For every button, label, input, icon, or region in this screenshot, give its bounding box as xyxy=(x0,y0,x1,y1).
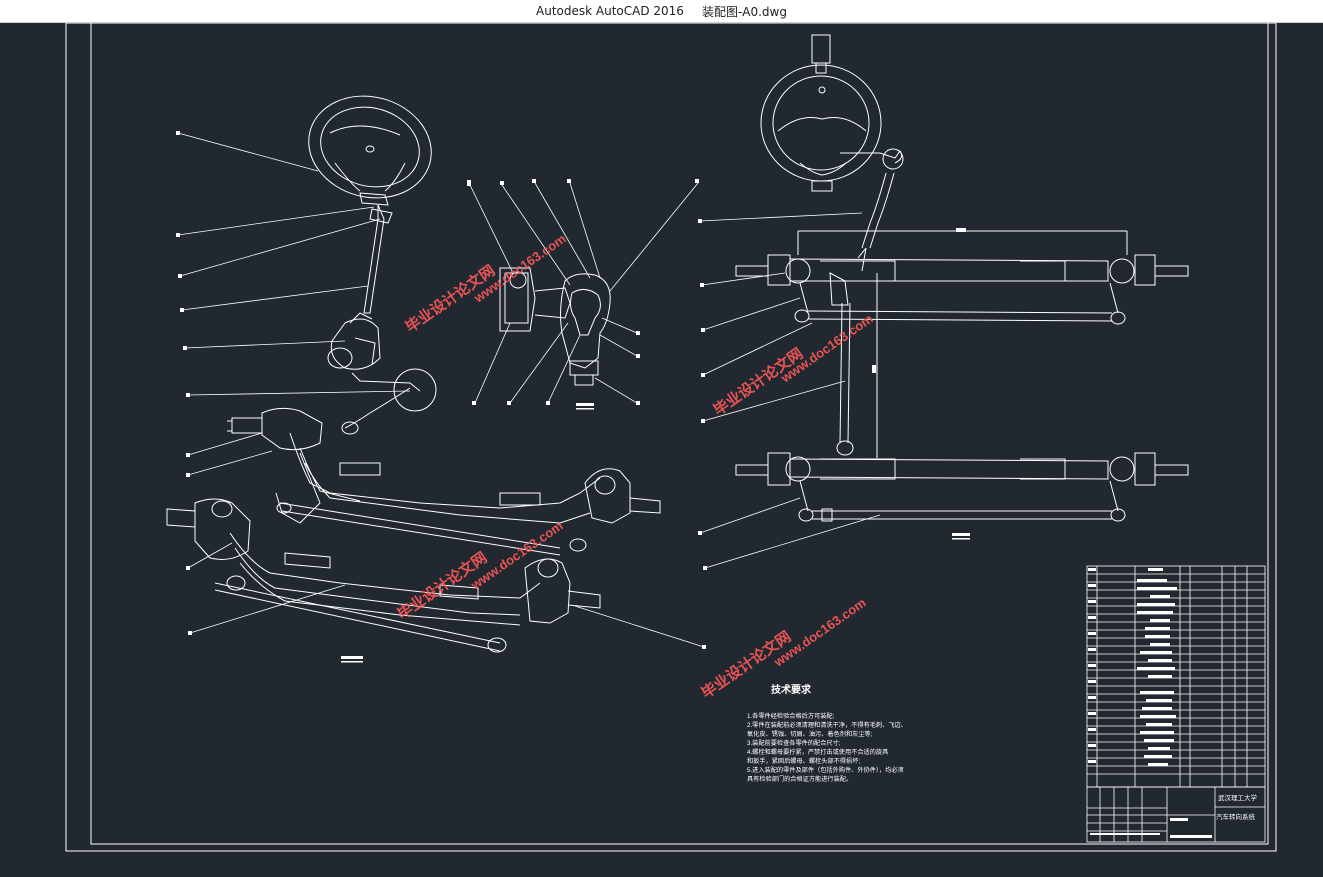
tech-requirement-line: 和扳手，紧固后螺母、螺栓头部不得损坏; xyxy=(747,757,860,765)
school-name: 武汉理工大学 xyxy=(1218,793,1258,802)
drawing-canvas[interactable]: 技术要求 1.各零件经检验合格后方可装配; 2.零件在装配前必须清理和清洗干净，… xyxy=(0,22,1323,872)
right-leader-lines xyxy=(699,212,881,569)
tech-requirement-line: 5.进入装配的零件及部件（包括外购件、外协件），均必须 xyxy=(747,766,904,774)
right-plan-view xyxy=(735,34,1189,522)
title-block-text: 武汉理工大学 汽车转向系统 xyxy=(1216,793,1258,821)
section-leader-lines xyxy=(469,182,699,404)
title-block xyxy=(1086,786,1266,843)
inner-frame xyxy=(90,22,1269,845)
left-steering-assembly xyxy=(166,95,661,653)
section-view xyxy=(499,267,611,386)
drawing-svg[interactable]: 技术要求 1.各零件经检验合格后方可装配; 2.零件在装配前必须清理和清洗干净，… xyxy=(0,22,1323,872)
watermarks: 毕业设计论文网 www.doc163.com 毕业设计论文网 www.doc16… xyxy=(394,231,876,702)
file-name: 装配图-A0.dwg xyxy=(701,4,787,19)
app-name: Autodesk AutoCAD 2016 xyxy=(536,4,684,18)
parts-list-table xyxy=(1086,565,1266,788)
window-title-bar: Autodesk AutoCAD 2016 装配图-A0.dwg xyxy=(0,0,1323,23)
left-leader-lines xyxy=(177,132,705,648)
drawing-name: 汽车转向系统 xyxy=(1216,812,1256,821)
tech-requirement-line: 具有检验部门的合格证方能进行装配。 xyxy=(747,775,852,783)
tech-requirements-heading: 技术要求 xyxy=(771,683,812,696)
tech-requirement-line: 1.各零件经检验合格后方可装配; xyxy=(747,712,835,720)
tech-requirement-line: 2.零件在装配前必须清理和清洗干净，不得有毛刺、飞边、 xyxy=(747,721,907,729)
tech-requirement-line: 4.螺栓和螺母要拧紧，严禁打击或使用不合适的旋具 xyxy=(747,748,888,756)
tech-requirement-line: 氧化皮、锈蚀、切屑、油污、着色剂和灰尘等; xyxy=(747,730,873,738)
balloon-markers xyxy=(176,131,1212,838)
tech-requirements: 技术要求 1.各零件经检验合格后方可装配; 2.零件在装配前必须清理和清洗干净，… xyxy=(747,683,907,783)
tech-requirement-line: 3.装配前要检查各零件的配合尺寸; xyxy=(747,739,841,747)
